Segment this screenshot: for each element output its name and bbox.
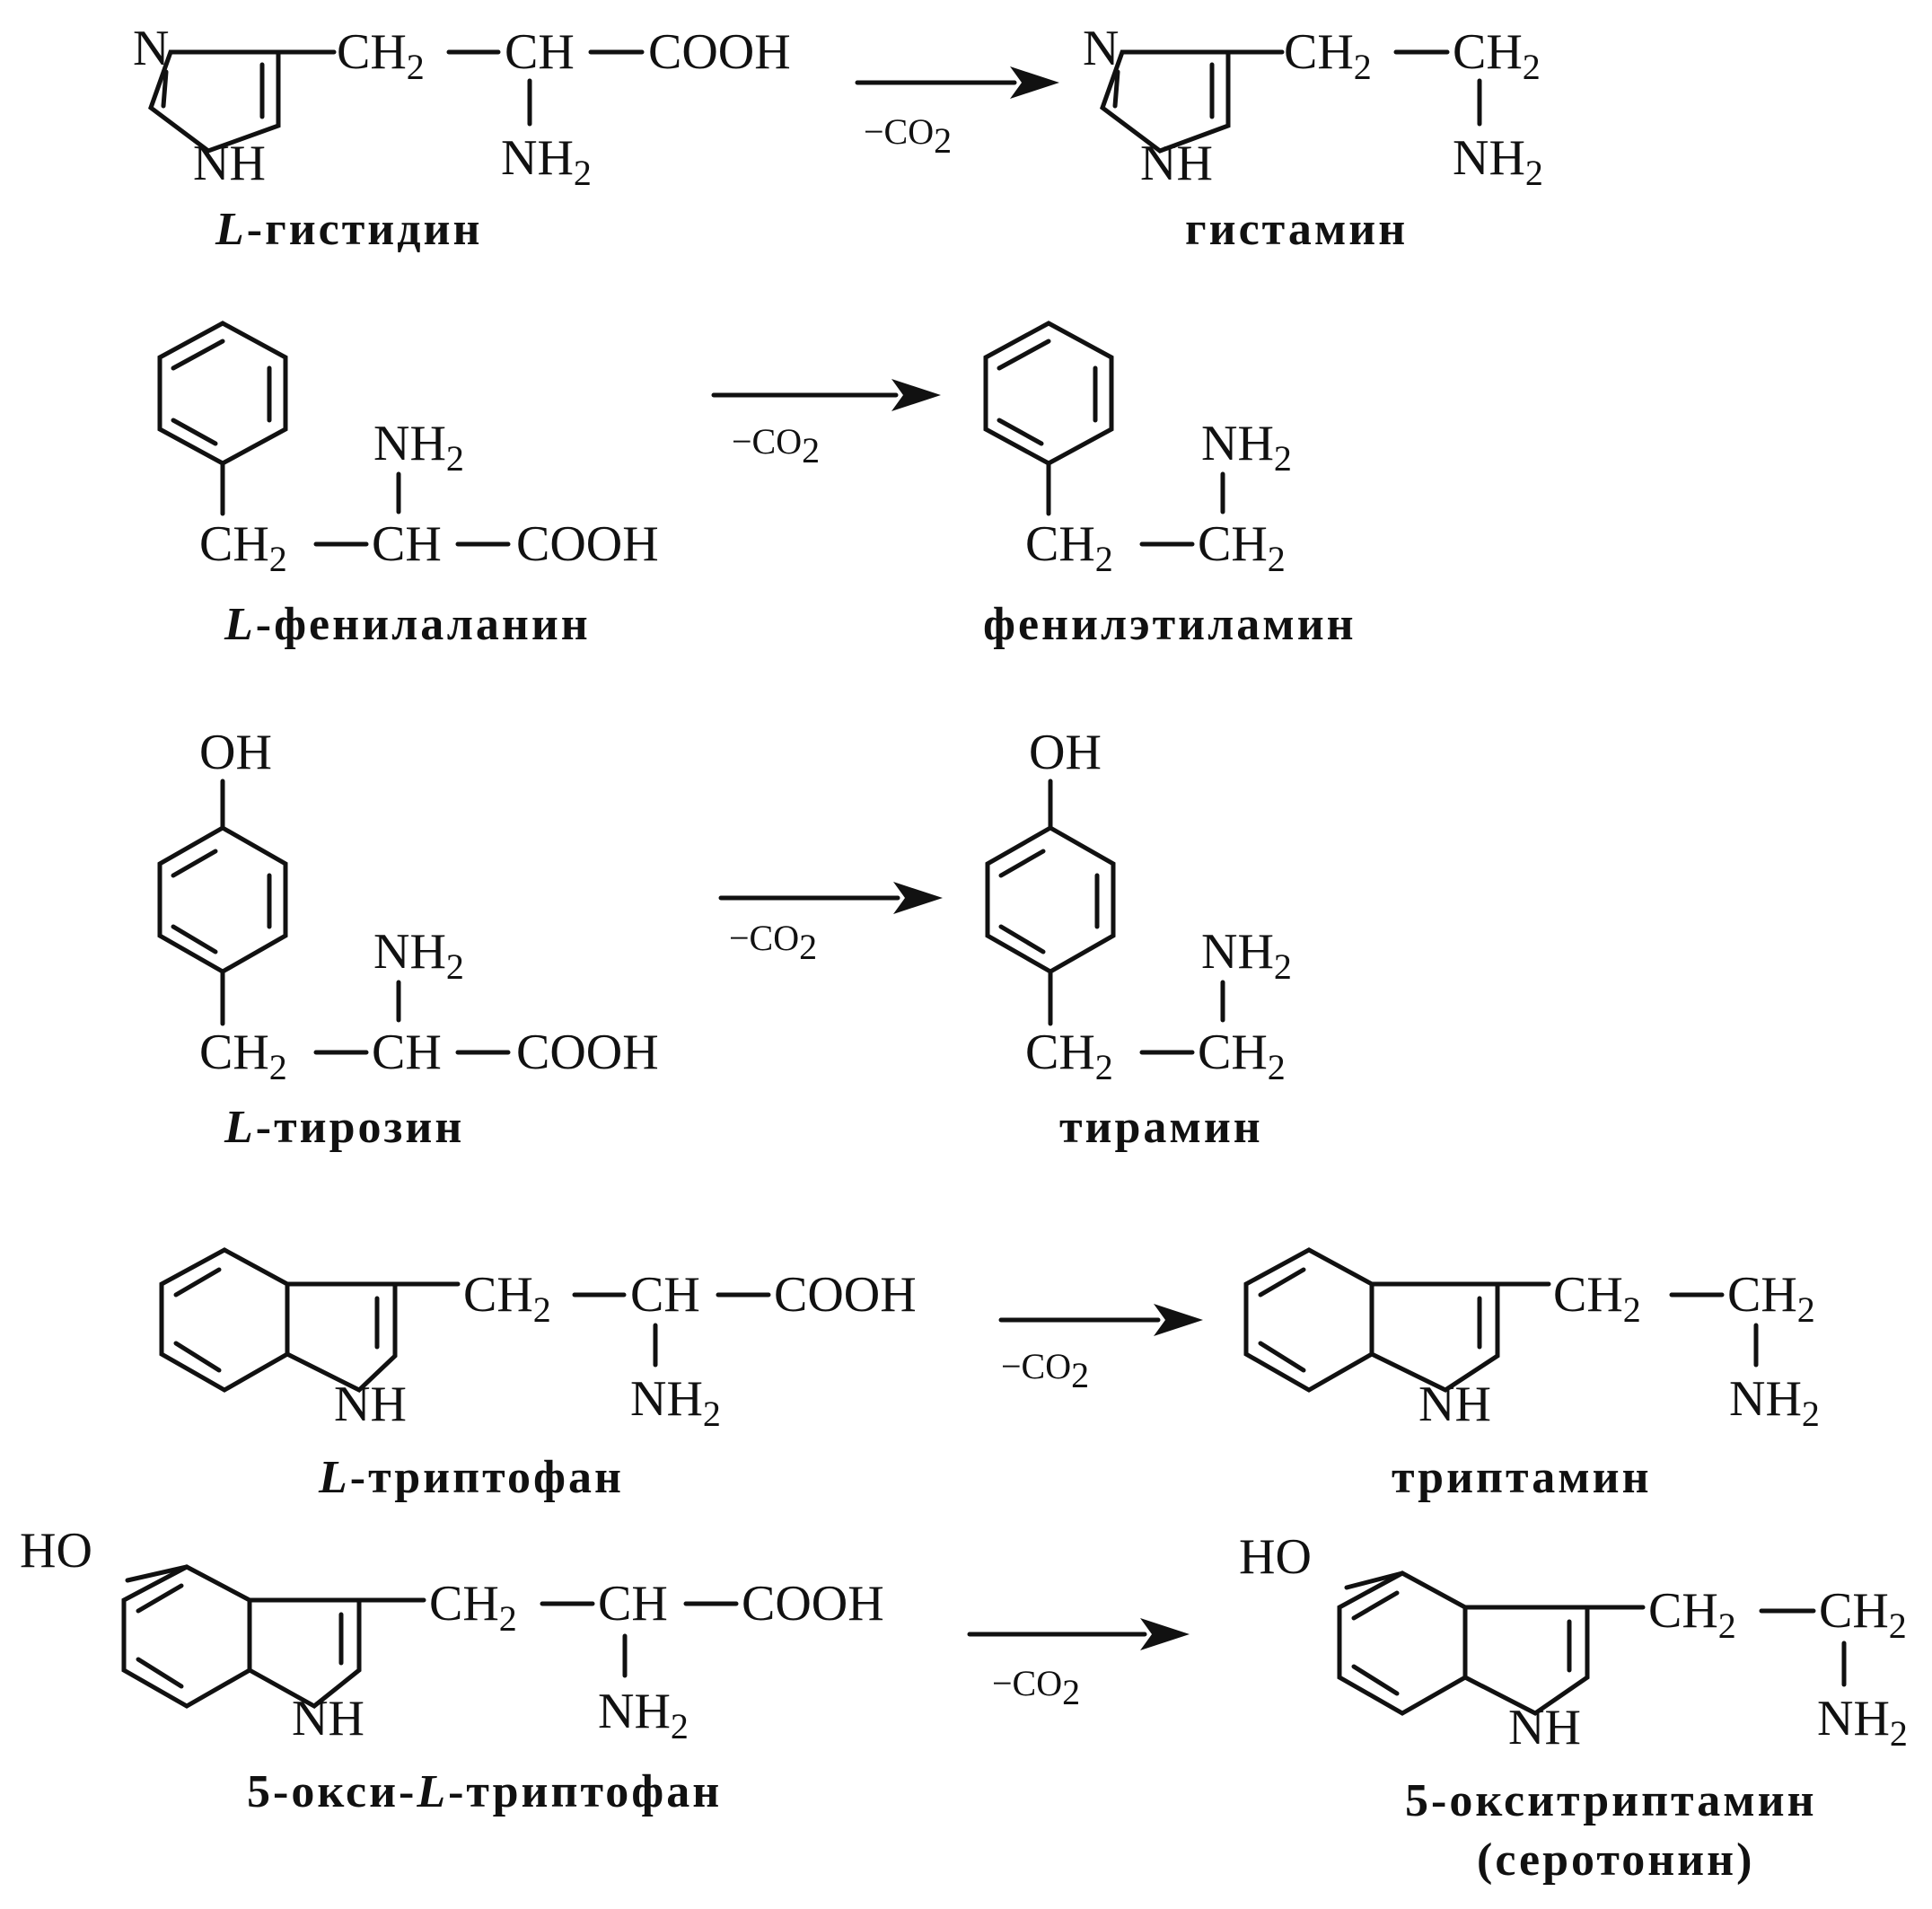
atom-ch2: CH2 [1648, 1583, 1736, 1646]
reaction-arrow [967, 1618, 1190, 1650]
product-name: триптамин [1392, 1452, 1652, 1503]
atom-ch2: CH2 [1553, 1267, 1641, 1330]
atom-ch: CH [372, 516, 442, 572]
atom-ch2: CH2 [199, 516, 287, 579]
atom-cooh: COOH [516, 516, 659, 572]
atom-ho: HO [1239, 1529, 1312, 1585]
atom-ch: CH [630, 1267, 700, 1323]
atom-nh2: NH2 [373, 924, 464, 987]
atom-nh: NH [1508, 1700, 1581, 1755]
atom-n: N [1083, 21, 1119, 76]
benzene-ring-product [985, 825, 1116, 974]
atom-cooh: COOH [742, 1576, 884, 1632]
atom-oh: OH [1029, 725, 1102, 780]
atom-ch2: CH2 [1284, 24, 1372, 87]
condition-label: −CO2 [729, 918, 817, 967]
indole-ring-reactant [159, 1247, 398, 1394]
atom-ch: CH [372, 1025, 442, 1080]
atom-ch2: CH2 [337, 24, 425, 87]
atom-cooh: COOH [774, 1267, 917, 1323]
reaction-tyrosine: OH CH2 CH COOH NH2 L-тирозин −CO2 OH [157, 725, 1292, 1153]
reaction-tryptophan: NH CH2 CH COOH NH2 L-триптофан −CO2 NH C… [159, 1247, 1820, 1503]
reaction-histidine: N NH CH2 CH COOH NH2 L-гистидин −CO2 N N… [133, 21, 1543, 255]
indole-ring-product [1337, 1570, 1590, 1716]
product-name: фенилэтиламин [983, 599, 1357, 650]
atom-nh: NH [1418, 1377, 1491, 1432]
product-name: тирамин [1059, 1102, 1263, 1153]
atom-nh: NH [292, 1691, 364, 1746]
atom-ch2: CH2 [1198, 516, 1286, 579]
atom-ch2: CH2 [1025, 516, 1113, 579]
benzene-ring-reactant [157, 321, 288, 466]
atom-nh: NH [334, 1377, 407, 1432]
atom-nh2: NH2 [598, 1684, 689, 1746]
atom-nh2: NH2 [1729, 1371, 1820, 1434]
condition-label: −CO2 [992, 1663, 1080, 1712]
atom-ho: HO [20, 1523, 92, 1579]
atom-ch2: CH2 [429, 1576, 517, 1639]
atom-ch2: CH2 [1819, 1583, 1907, 1646]
reactant-name: L-фенилаланин [224, 599, 591, 650]
benzene-ring-product [983, 321, 1114, 466]
reaction-hydroxytryptophan: HO NH CH2 CH COOH NH2 5-окси-L-триптофан… [20, 1523, 1908, 1886]
atom-cooh: COOH [516, 1025, 659, 1080]
atom-ch2: CH2 [1025, 1025, 1113, 1087]
indole-ring-product [1243, 1247, 1500, 1393]
imidazole-ring-reactant [148, 49, 281, 154]
atom-oh: OH [199, 725, 272, 780]
condition-label: −CO2 [1001, 1346, 1089, 1395]
product-name: 5-окситриптамин [1405, 1775, 1817, 1826]
benzene-ring-reactant [157, 825, 288, 974]
atom-nh2: NH2 [1817, 1691, 1908, 1754]
imidazole-ring-product [1100, 49, 1231, 154]
atom-nh2: NH2 [373, 416, 464, 479]
atom-nh: NH [193, 136, 266, 191]
reaction-arrow [855, 66, 1059, 99]
atom-ch2: CH2 [1727, 1267, 1815, 1330]
atom-nh: NH [1140, 136, 1213, 191]
atom-ch: CH [598, 1576, 668, 1632]
atom-ch2: CH2 [1453, 24, 1541, 87]
atom-n: N [133, 21, 169, 76]
reaction-arrow [998, 1304, 1203, 1336]
product-name: гистамин [1185, 204, 1408, 255]
atom-nh2: NH2 [1201, 416, 1292, 479]
atom-ch2: CH2 [463, 1267, 551, 1330]
product-name-alias: (серотонин) [1477, 1834, 1754, 1886]
atom-ch2: CH2 [199, 1025, 287, 1087]
atom-ch: CH [505, 24, 575, 80]
reaction-arrow [718, 882, 943, 914]
reactant-name: L-гистидин [215, 204, 482, 255]
reactant-name: L-тирозин [224, 1102, 464, 1153]
indole-ring-reactant [121, 1564, 362, 1709]
condition-label: −CO2 [864, 111, 952, 161]
atom-nh2: NH2 [1201, 924, 1292, 987]
reaction-phenylalanine: CH2 CH COOH NH2 L-фенилаланин −CO2 CH2 C… [157, 321, 1357, 650]
condition-label: −CO2 [732, 421, 820, 471]
reaction-arrow [711, 379, 941, 411]
atom-nh2: NH2 [501, 130, 592, 193]
atom-nh2: NH2 [1453, 130, 1543, 193]
atom-ch2: CH2 [1198, 1025, 1286, 1087]
atom-cooh: COOH [648, 24, 791, 80]
atom-nh2: NH2 [630, 1371, 721, 1434]
reactant-name: 5-окси-L-триптофан [247, 1766, 722, 1817]
reactant-name: L-триптофан [318, 1452, 624, 1503]
